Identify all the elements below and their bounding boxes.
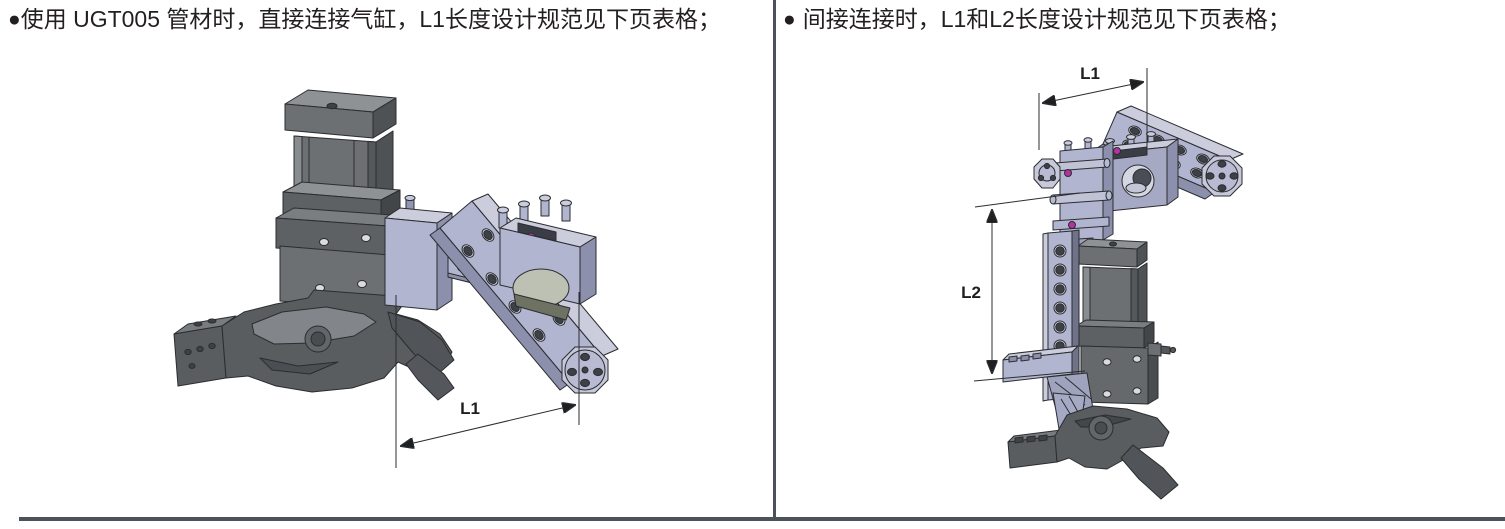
note-indirect-connection: ● 间接连接时，L1和L2长度设计规范见下页表格； <box>783 6 1291 34</box>
panel-divider <box>773 0 776 521</box>
support-plate <box>1046 372 1094 432</box>
foot-bracket <box>1002 345 1079 383</box>
dimension-label-l1: L1 <box>460 399 480 418</box>
clamp-bolts <box>497 194 572 229</box>
note-text: 间接连接时，L1和L2长度设计规范见下页表格； <box>802 6 1291 32</box>
magenta-pin <box>1068 221 1076 229</box>
pneumatic-cylinder <box>1075 238 1177 405</box>
center-clamp <box>1099 131 1179 213</box>
jaw <box>1120 444 1179 500</box>
side-port <box>1147 342 1162 357</box>
bullet-icon: ● <box>8 8 21 31</box>
mounting-block <box>384 194 453 311</box>
figure-direct-connection: L1 <box>173 89 619 468</box>
dimension-label-l2: L2 <box>961 283 981 302</box>
dimension-l1: L1 <box>1038 64 1148 152</box>
dimension-label-l1: L1 <box>1080 64 1100 83</box>
jaw-tip <box>405 353 455 401</box>
magenta-pin <box>1113 147 1121 155</box>
page-bottom-border <box>19 517 1505 521</box>
base-arm <box>173 289 455 401</box>
note-direct-connection: ●使用 UGT005 管材时，直接连接气缸，L1长度设计规范见下页表格； <box>8 6 721 34</box>
cap-hole <box>326 102 338 110</box>
figure-indirect-connection: L1 L2 <box>961 64 1244 500</box>
note-text: 使用 UGT005 管材时，直接连接气缸，L1长度设计规范见下页表格； <box>20 6 721 32</box>
clamp-cluster <box>1033 137 1114 254</box>
arm-window <box>251 306 377 345</box>
cross-clamp <box>497 194 597 321</box>
bullet-icon: ● <box>783 8 796 31</box>
dimension-l2: L2 <box>961 192 1086 382</box>
base-arm <box>1007 405 1179 500</box>
dimension-l1: L1 <box>395 292 580 468</box>
magenta-pin <box>1064 169 1072 177</box>
